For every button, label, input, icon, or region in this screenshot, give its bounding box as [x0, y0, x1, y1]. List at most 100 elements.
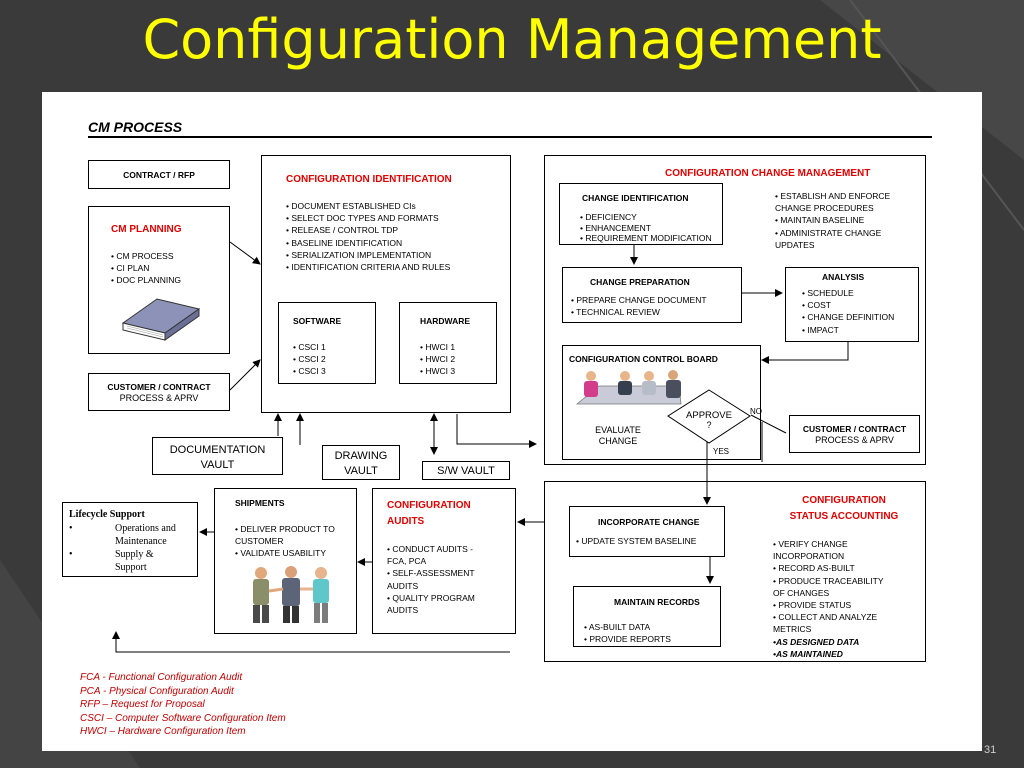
- software-box: SOFTWARE • CSCI 1 • CSCI 2 • CSCI 3: [278, 302, 376, 384]
- change-identification-title: CHANGE IDENTIFICATION: [582, 193, 689, 203]
- list-item: • SCHEDULE: [802, 288, 854, 298]
- list-item: • AS-BUILT DATA: [584, 622, 651, 632]
- list-item: • BASELINE IDENTIFICATION: [286, 237, 403, 248]
- customer-contract-left-line1: CUSTOMER / CONTRACT: [107, 382, 211, 392]
- list-item: • HWCI 3: [420, 366, 456, 377]
- hardware-list: • HWCI 1 • HWCI 2 • HWCI 3: [420, 341, 455, 378]
- software-title: SOFTWARE: [293, 316, 342, 326]
- documentation-vault-line2: VAULT: [200, 459, 235, 471]
- config-identification-box: CONFIGURATION IDENTIFICATION • DOCUMENT …: [261, 155, 511, 413]
- hardware-title: HARDWARE: [420, 316, 471, 326]
- list-item: • DELIVER PRODUCT TO: [235, 524, 335, 534]
- list-item: • PROVIDE STATUS: [773, 600, 852, 611]
- change-identification-box: CHANGE IDENTIFICATION • DEFICIENCY • ENH…: [559, 183, 723, 245]
- list-item: •AS DESIGNED DATA: [773, 636, 860, 647]
- lifecycle-bullet-2: •: [69, 549, 73, 560]
- yes-label: YES: [713, 447, 730, 456]
- csa-list: • VERIFY CHANGE INCORPORATION • RECORD A…: [773, 538, 884, 660]
- no-label: NO: [750, 407, 762, 416]
- maintain-records-list: • AS-BUILT DATA • PROVIDE REPORTS: [584, 621, 671, 645]
- list-item: • HWCI 2: [420, 354, 456, 365]
- cm-process-heading: CM PROCESS: [88, 119, 183, 135]
- analysis-box: ANALYSIS • SCHEDULE • COST • CHANGE DEFI…: [785, 267, 919, 342]
- shipments-box: SHIPMENTS • DELIVER PRODUCT TO CUSTOMER …: [214, 488, 357, 634]
- config-identification-list: • DOCUMENT ESTABLISHED CIs • SELECT DOC …: [286, 200, 450, 273]
- csa-title2: STATUS ACCOUNTING: [789, 511, 899, 522]
- list-item: • PREPARE CHANGE DOCUMENT: [571, 295, 707, 305]
- customer-contract-left-box: CUSTOMER / CONTRACT PROCESS & APRV: [88, 373, 230, 411]
- customer-contract-right-box: CUSTOMER / CONTRACT PROCESS & APRV: [789, 415, 920, 453]
- drawing-vault-box: DRAWING VAULT: [322, 445, 400, 480]
- legend-item: RFP – Request for Proposal: [80, 699, 205, 710]
- list-item: FCA, PCA: [387, 556, 427, 567]
- cm-planning-list: • CM PROCESS • CI PLAN • DOC PLANNING: [111, 250, 181, 287]
- bottom-right-group-box: INCORPORATE CHANGE • UPDATE SYSTEM BASEL…: [544, 481, 926, 662]
- list-item: • DOCUMENT ESTABLISHED CIs: [286, 201, 416, 211]
- customer-contract-right-line2: PROCESS & APRV: [815, 435, 894, 445]
- evaluate-change-line1: EVALUATE: [595, 425, 641, 435]
- sw-vault-label: S/W VAULT: [437, 465, 495, 477]
- lifecycle-bullet-1: •: [69, 523, 73, 534]
- maintain-records-box: MAINTAIN RECORDS • AS-BUILT DATA • PROVI…: [573, 586, 721, 647]
- legend-item: PCA - Physical Configuration Audit: [80, 685, 234, 697]
- sw-vault-box: S/W VAULT: [422, 461, 510, 480]
- approve-decision-diamond: [667, 389, 751, 444]
- incorporate-change-box: INCORPORATE CHANGE • UPDATE SYSTEM BASEL…: [569, 506, 725, 557]
- documentation-vault-line1: DOCUMENTATION: [169, 444, 266, 456]
- analysis-title: ANALYSIS: [822, 272, 865, 282]
- list-item: • IMPACT: [802, 324, 839, 335]
- list-item: • HWCI 1: [420, 342, 456, 352]
- list-item: INCORPORATION: [773, 551, 845, 562]
- list-item: • PRODUCE TRACEABILITY: [773, 575, 884, 586]
- list-item: • RECORD AS-BUILT: [773, 563, 855, 574]
- change-preparation-title: CHANGE PREPARATION: [590, 277, 690, 287]
- ccb-title: CONFIGURATION CONTROL BOARD: [569, 354, 718, 364]
- list-item: • CSCI 1: [293, 342, 326, 352]
- list-item: • DOC PLANNING: [111, 275, 182, 286]
- list-item: • SELECT DOC TYPES AND FORMATS: [286, 213, 439, 224]
- book-icon: [121, 298, 201, 341]
- legend-item: CSCI – Computer Software Configuration I…: [80, 712, 286, 724]
- csa-title1: CONFIGURATION: [802, 495, 886, 506]
- config-identification-title: CONFIGURATION IDENTIFICATION: [286, 174, 452, 185]
- change-preparation-list: • PREPARE CHANGE DOCUMENT • TECHNICAL RE…: [571, 294, 707, 318]
- list-item: • RELEASE / CONTROL TDP: [286, 225, 399, 236]
- list-item: • SELF-ASSESSMENT: [387, 568, 475, 579]
- header-rule: [88, 136, 932, 138]
- change-preparation-box: CHANGE PREPARATION • PREPARE CHANGE DOCU…: [562, 267, 742, 323]
- software-list: • CSCI 1 • CSCI 2 • CSCI 3: [293, 341, 326, 378]
- ccb-box: CONFIGURATION CONTROL BOARD: [562, 345, 761, 460]
- list-item: CUSTOMER: [235, 536, 284, 547]
- lifecycle-item-1-line1: Operations and: [115, 523, 176, 534]
- lifecycle-item-2-line1: Supply &: [115, 549, 154, 560]
- list-item: • REQUIREMENT MODIFICATION: [580, 233, 712, 243]
- ccm-list: • ESTABLISH AND ENFORCE CHANGE PROCEDURE…: [775, 190, 890, 251]
- shipments-list: • DELIVER PRODUCT TO CUSTOMER • VALIDATE…: [235, 523, 335, 560]
- slide-canvas: CM PROCESS CONTRACT / RFP CM PLANNING • …: [42, 92, 982, 751]
- config-audits-title1: CONFIGURATION: [387, 500, 471, 511]
- list-item: METRICS: [773, 624, 812, 635]
- list-item: • ESTABLISH AND ENFORCE: [775, 191, 891, 201]
- contract-rfp-box: CONTRACT / RFP: [88, 160, 230, 189]
- list-item: • PROVIDE REPORTS: [584, 634, 671, 645]
- meeting-people-icon: [575, 370, 682, 405]
- list-item: • ADMINISTRATE CHANGE: [775, 227, 882, 238]
- drawing-vault-line1: DRAWING: [334, 450, 388, 462]
- list-item: • CSCI 3: [293, 366, 326, 377]
- list-item: • VERIFY CHANGE: [773, 539, 848, 549]
- list-item: AUDITS: [387, 580, 419, 591]
- lifecycle-item-1-line2: Maintenance: [115, 536, 167, 547]
- list-item: • UPDATE SYSTEM BASELINE: [576, 536, 697, 546]
- approve-line1: APPROVE: [686, 410, 732, 421]
- approve-line2: ?: [706, 420, 712, 430]
- shipments-title: SHIPMENTS: [235, 498, 285, 508]
- hardware-box: HARDWARE • HWCI 1 • HWCI 2 • HWCI 3: [399, 302, 497, 384]
- legend-item: HWCI – Hardware Configuration Item: [80, 726, 246, 737]
- lifecycle-title: Lifecycle Support: [69, 509, 145, 520]
- customer-contract-left-line2: PROCESS & APRV: [119, 393, 199, 403]
- list-item: UPDATES: [775, 239, 815, 250]
- incorporate-change-list: • UPDATE SYSTEM BASELINE: [576, 535, 696, 547]
- page-number: 31: [984, 744, 997, 756]
- config-audits-box: CONFIGURATION AUDITS • CONDUCT AUDITS - …: [372, 488, 516, 634]
- ccm-title: CONFIGURATION CHANGE MANAGEMENT: [665, 168, 871, 179]
